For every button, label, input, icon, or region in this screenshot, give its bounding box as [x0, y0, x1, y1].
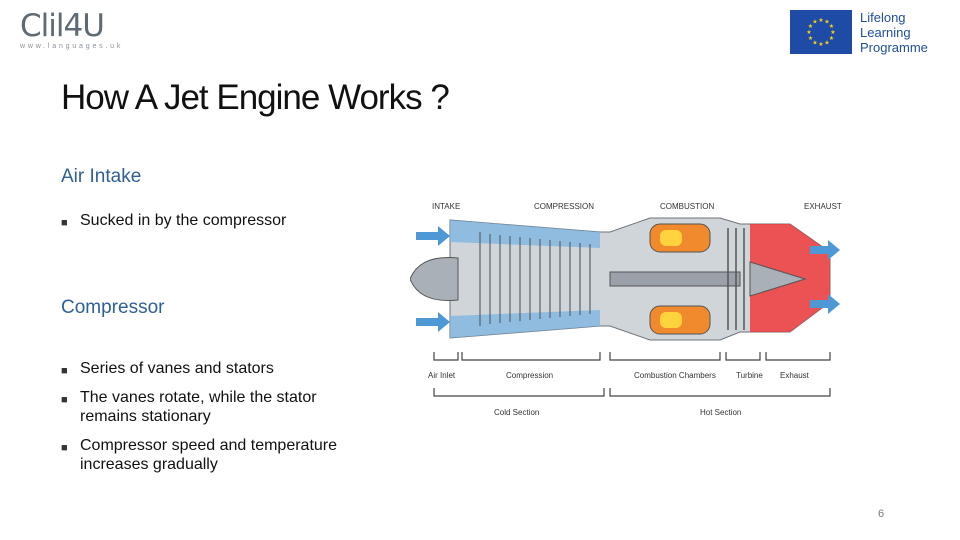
svg-text:★: ★ — [808, 23, 813, 30]
section-brackets — [433, 352, 831, 397]
bullet-item: ■ The vanes rotate, while the stator rema… — [61, 388, 361, 426]
slide-title: How A Jet Engine Works ? — [61, 78, 450, 117]
lifelong-learning-logo: ★★★ ★★★ ★★★ ★★★ Lifelong Learning Progra… — [790, 10, 928, 55]
programme-line-1: Lifelong — [860, 10, 906, 25]
svg-text:★: ★ — [808, 35, 813, 42]
bullet-square-icon: ■ — [61, 442, 68, 454]
diagram-label-cold-section: Cold Section — [494, 408, 539, 417]
bullet-item: ■ Sucked in by the compressor — [61, 211, 286, 230]
diagram-label-turbine: Turbine — [736, 371, 763, 380]
intake-arrows — [416, 226, 450, 332]
svg-text:★: ★ — [806, 29, 811, 36]
lower-airflow — [450, 310, 600, 338]
logo-site: www.languages.uk — [20, 43, 124, 50]
bullet-text: Compressor speed and temperature increas… — [80, 437, 338, 473]
page-number: 6 — [878, 508, 885, 520]
bullet-square-icon: ■ — [61, 365, 68, 377]
svg-text:★: ★ — [829, 35, 834, 42]
compressor-stages — [479, 232, 591, 326]
air-intake-bullets: ■ Sucked in by the compressor — [61, 211, 286, 240]
diagram-label-exhaust-bottom: Exhaust — [780, 371, 810, 380]
bullet-item: ■ Series of vanes and stators — [61, 359, 361, 378]
bullet-item: ■ Compressor speed and temperature increa… — [61, 436, 361, 474]
diagram-label-exhaust: EXHAUST — [804, 202, 842, 211]
heading-compressor: Compressor — [61, 297, 165, 318]
bullet-square-icon: ■ — [61, 217, 68, 229]
clil4u-logo: Clil4U www.languages.uk — [20, 8, 160, 58]
programme-line-2: Learning — [860, 25, 911, 40]
programme-name: Lifelong Learning Programme — [860, 10, 928, 55]
main-shaft — [609, 271, 741, 287]
bullet-text: Series of vanes and stators — [80, 360, 274, 377]
svg-text:★: ★ — [812, 40, 817, 47]
svg-text:★: ★ — [824, 19, 829, 26]
svg-text:★: ★ — [830, 29, 835, 36]
jet-engine-diagram: INTAKE COMPRESSION COMBUSTION EXHAUST — [409, 192, 850, 422]
programme-line-3: Programme — [860, 40, 928, 55]
diagram-label-combustion-chambers: Combustion Chambers — [634, 371, 716, 380]
diagram-label-compression-bottom: Compression — [506, 371, 553, 380]
exhaust-cone — [749, 261, 807, 297]
svg-text:★: ★ — [818, 41, 823, 48]
logo-name: Clil4U — [20, 8, 105, 44]
bullet-text: Sucked in by the compressor — [80, 212, 287, 229]
eu-flag-icon: ★★★ ★★★ ★★★ ★★★ — [790, 10, 852, 54]
svg-text:★: ★ — [824, 40, 829, 47]
bullet-square-icon: ■ — [61, 394, 68, 406]
upper-airflow — [450, 220, 600, 248]
nose-cone — [409, 256, 459, 302]
svg-text:★: ★ — [829, 23, 834, 30]
diagram-label-air-inlet: Air Inlet — [428, 371, 456, 380]
turbine-stages — [727, 228, 745, 330]
diagram-label-compression: COMPRESSION — [534, 202, 594, 211]
diagram-label-intake: INTAKE — [432, 202, 460, 211]
compressor-bullets: ■ Series of vanes and stators ■ The vanes … — [61, 359, 361, 484]
lower-flame — [660, 312, 682, 328]
diagram-label-hot-section: Hot Section — [700, 408, 741, 417]
svg-text:★: ★ — [818, 17, 823, 24]
upper-flame — [660, 230, 682, 246]
heading-air-intake: Air Intake — [61, 166, 142, 187]
diagram-label-combustion: COMBUSTION — [660, 202, 714, 211]
exhaust-arrows — [810, 240, 840, 314]
svg-text:★: ★ — [812, 19, 817, 26]
bullet-text: The vanes rotate, while the stator remai… — [80, 389, 317, 425]
